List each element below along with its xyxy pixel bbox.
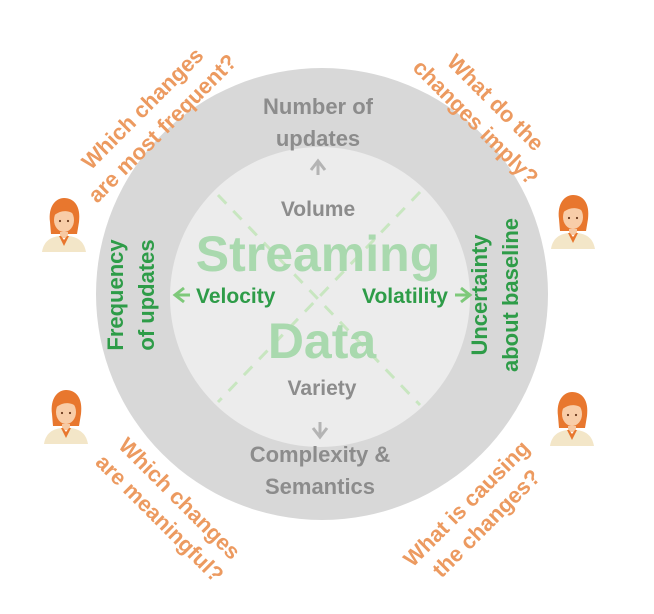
outer-top-line1: Number of: [263, 94, 374, 119]
outer-left-line1: Frequency: [103, 239, 128, 351]
outer-left-line2: of updates: [134, 239, 159, 350]
arrow-down-icon: [311, 422, 329, 440]
center-title-line2: Data: [268, 313, 378, 369]
person-icon: [550, 392, 594, 446]
person-icon: [551, 195, 595, 249]
outer-left-label: Frequency of updates: [103, 239, 159, 351]
arrow-left-icon: [172, 286, 190, 304]
outer-right-line2: about baseline: [498, 218, 523, 372]
arrow-up-icon: [309, 158, 327, 175]
outer-right-label: Uncertainty about baseline: [467, 218, 523, 372]
diagonal-dashed-line: [216, 190, 422, 404]
axis-velocity-label: Velocity: [196, 285, 276, 308]
outer-bottom-line2: Semantics: [265, 474, 375, 499]
axis-volatility-label: Volatility: [362, 285, 448, 308]
outer-top-line2: updates: [276, 126, 360, 151]
axis-variety-label: Variety: [288, 377, 357, 400]
axis-volume-label: Volume: [281, 198, 355, 221]
diagonal-dashed-line: [216, 193, 422, 407]
outer-bottom-line1: Complexity &: [250, 442, 391, 467]
person-icon: [44, 390, 88, 444]
center-title-line1: Streaming: [196, 226, 441, 282]
person-icon: [42, 198, 86, 252]
outer-right-line1: Uncertainty: [467, 234, 492, 356]
arrow-right-icon: [455, 286, 473, 304]
